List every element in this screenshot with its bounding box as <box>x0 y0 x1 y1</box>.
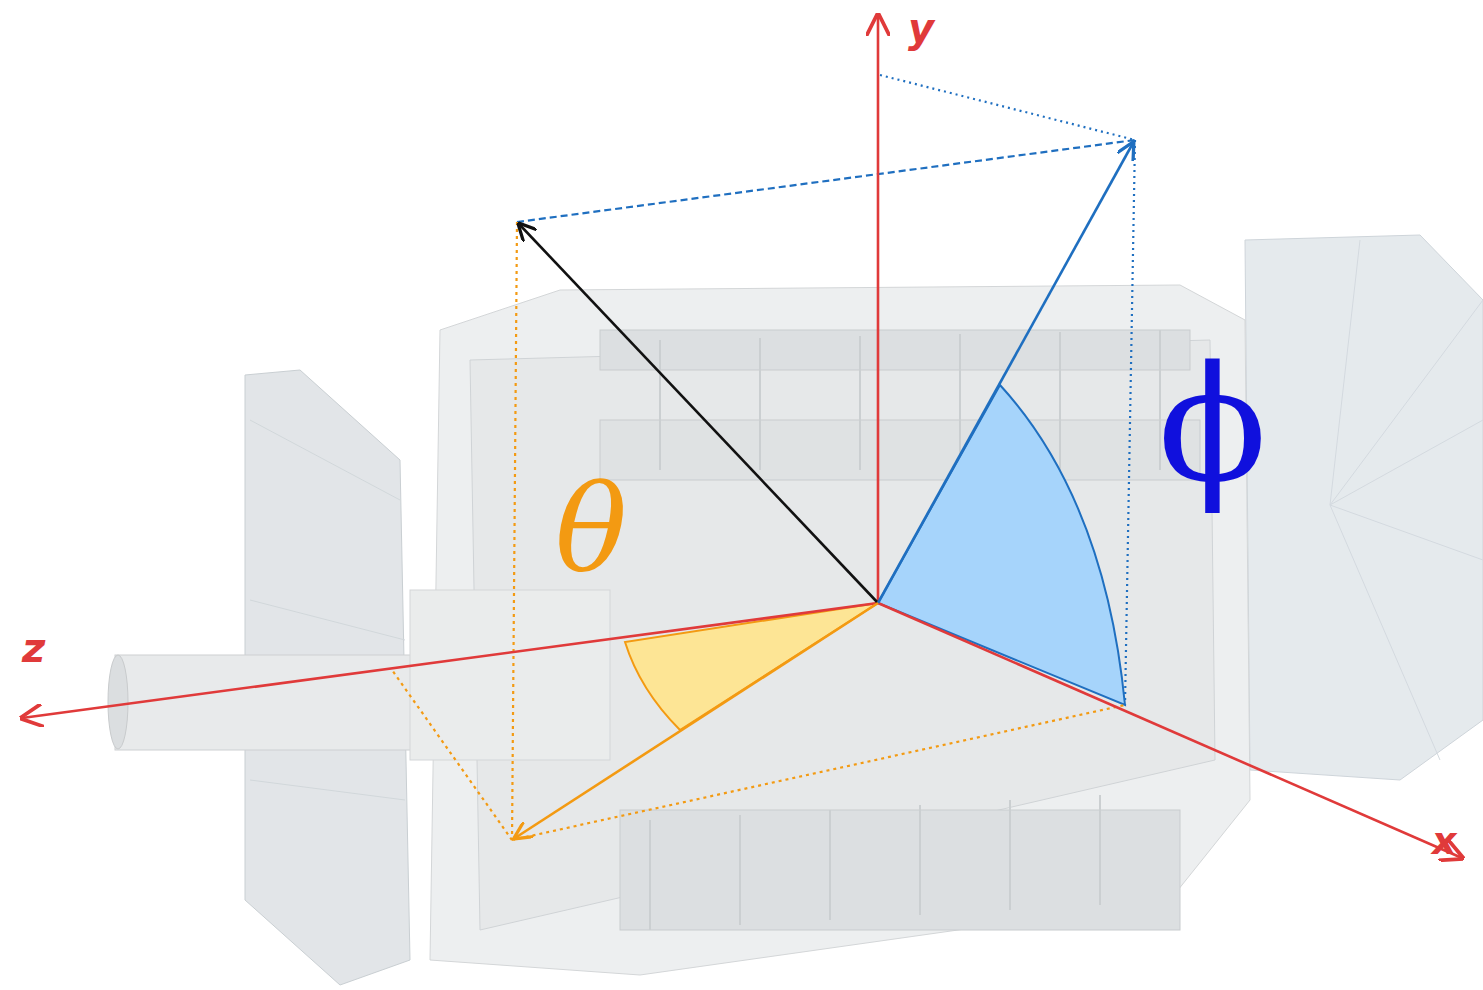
axis-label: x <box>1432 822 1457 860</box>
theta-region <box>625 603 878 730</box>
axis-label: y <box>908 8 934 48</box>
axis-label: z <box>22 628 45 668</box>
y-axis <box>877 15 880 603</box>
detector <box>108 235 1483 985</box>
x-axis <box>878 603 1462 858</box>
z-axis <box>22 603 878 718</box>
angle-label: ϕ <box>1158 345 1267 505</box>
angle-label: θ <box>555 470 627 590</box>
